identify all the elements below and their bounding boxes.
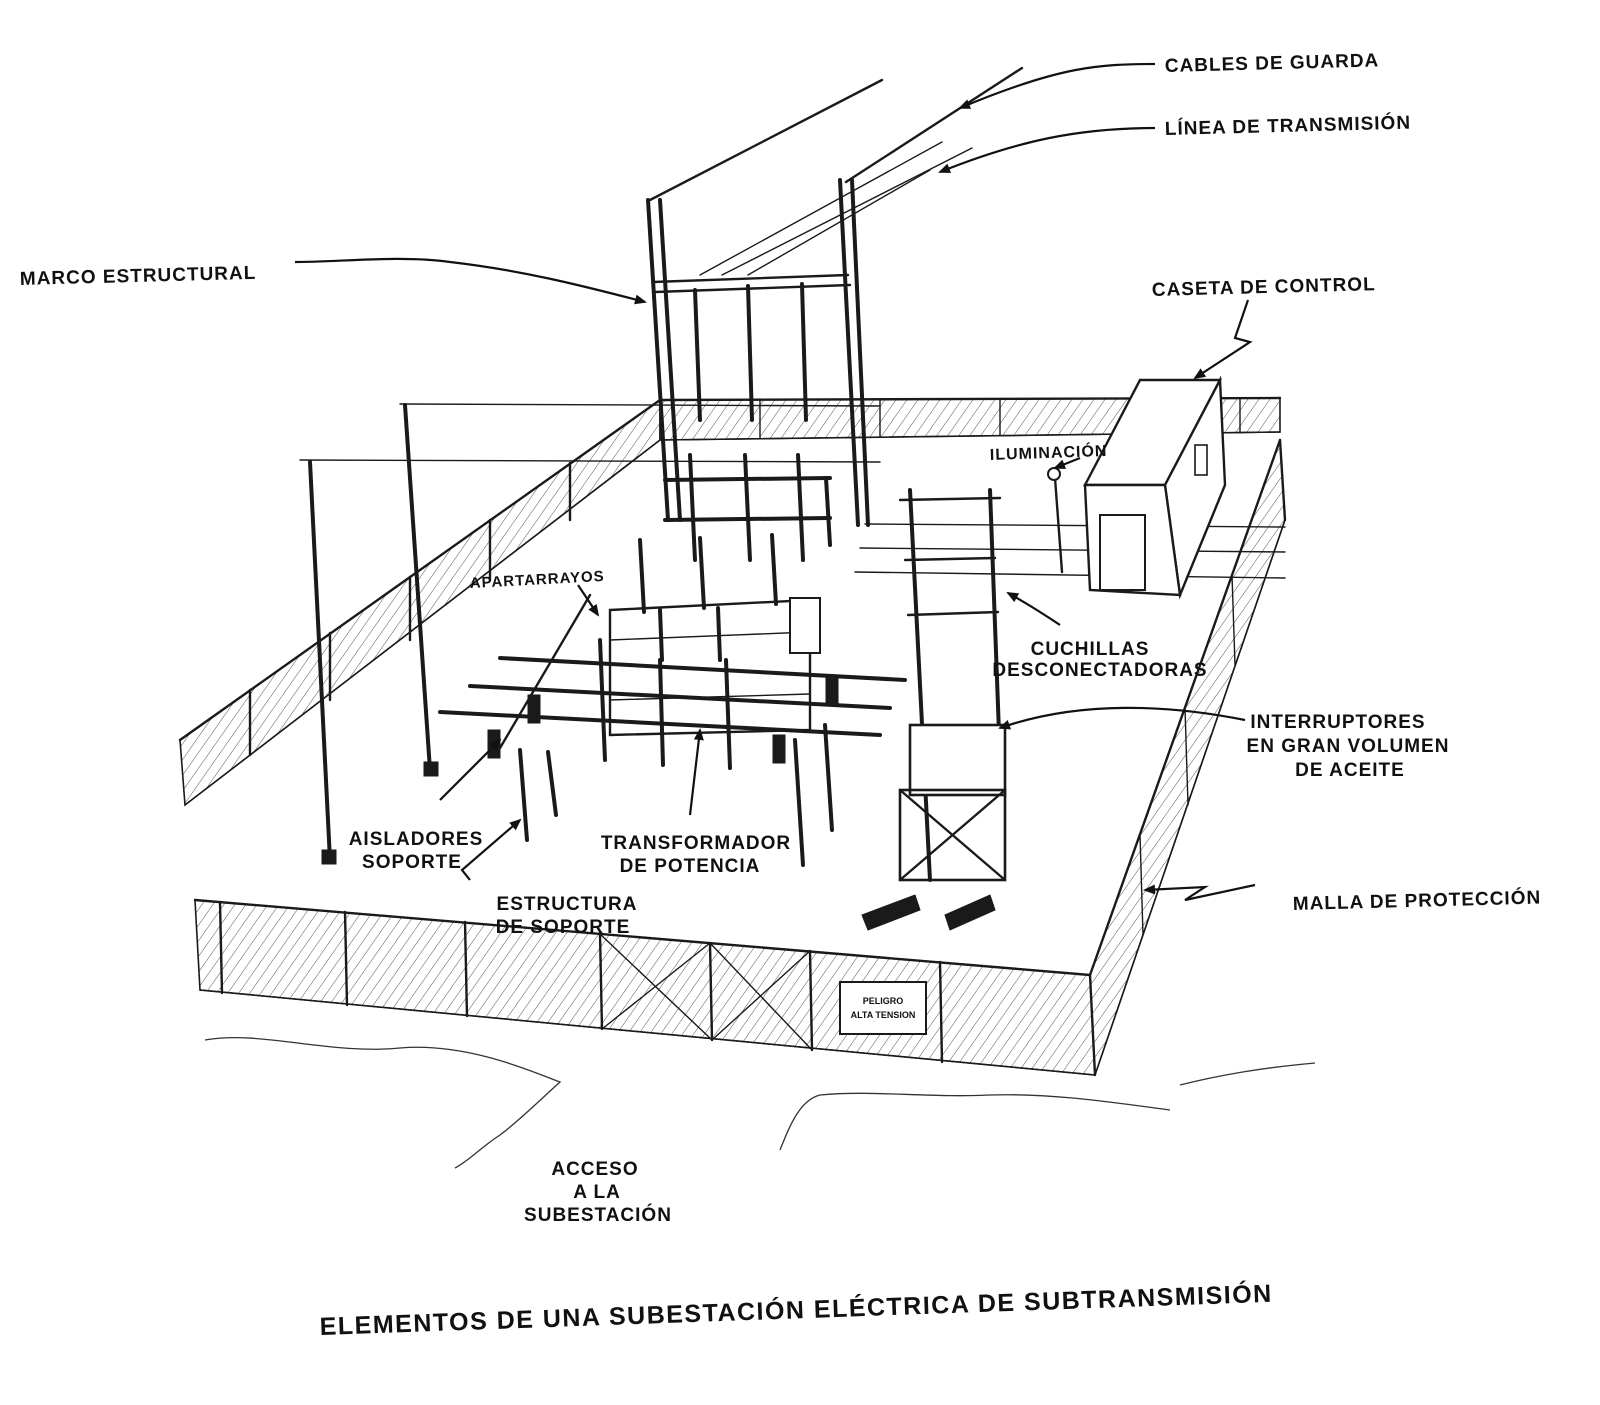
label-acceso-3: SUBESTACIÓN: [524, 1204, 672, 1226]
label-malla: MALLA DE PROTECCIÓN: [1293, 887, 1542, 915]
label-estructura-2: DE SOPORTE: [496, 917, 631, 938]
label-aisladores-1: AISLADORES: [349, 829, 484, 850]
label-acceso-2: A LA: [573, 1182, 621, 1203]
label-acceso-1: ACCESO: [551, 1159, 638, 1180]
label-caseta-control: CASETA DE CONTROL: [1152, 274, 1376, 301]
label-aisladores-2: SOPORTE: [362, 852, 462, 873]
label-linea-transmision: LÍNEA DE TRANSMISIÓN: [1165, 112, 1412, 140]
back-bus-frame: [663, 453, 832, 562]
diagram-title: ELEMENTOS DE UNA SUBESTACIÓN ELÉCTRICA D…: [319, 1278, 1273, 1341]
sign-line-2: ALTA TENSION: [851, 1010, 916, 1020]
label-marco-estructural: MARCO ESTRUCTURAL: [20, 263, 257, 290]
ground-lines: [204, 1037, 1316, 1169]
oil-circuit-breaker: [861, 723, 1007, 931]
label-interruptores-3: DE ACEITE: [1295, 760, 1405, 781]
disconnect-switches: [854, 488, 1286, 882]
label-interruptores-2: EN GRAN VOLUMEN: [1247, 736, 1450, 757]
label-interruptores-1: INTERRUPTORES: [1250, 712, 1425, 733]
label-cuchillas-1: CUCHILLAS: [1031, 639, 1150, 660]
label-transformador-1: TRANSFORMADOR: [601, 833, 791, 854]
control-booth: [1083, 375, 1227, 600]
label-estructura-1: ESTRUCTURA: [497, 894, 638, 915]
structural-frame: [646, 178, 870, 527]
power-transformer: [608, 533, 821, 737]
leader-arrows: [294, 62, 1256, 902]
support-structure: [438, 593, 907, 867]
label-cables-guarda: CABLES DE GUARDA: [1165, 50, 1380, 77]
danger-sign: PELIGRO ALTA TENSION: [839, 981, 927, 1035]
overhead-lines: [648, 66, 1024, 276]
sign-line-1: PELIGRO: [863, 996, 904, 1006]
label-transformador-2: DE POTENCIA: [620, 856, 761, 877]
front-fence: [193, 898, 1096, 1076]
lighting-poles: [299, 403, 1064, 865]
labels: CABLES DE GUARDA LÍNEA DE TRANSMISIÓN MA…: [20, 50, 1542, 1226]
label-iluminacion: ILUMINACIÓN: [989, 441, 1107, 464]
label-cuchillas-2: DESCONECTADORAS: [992, 660, 1207, 681]
